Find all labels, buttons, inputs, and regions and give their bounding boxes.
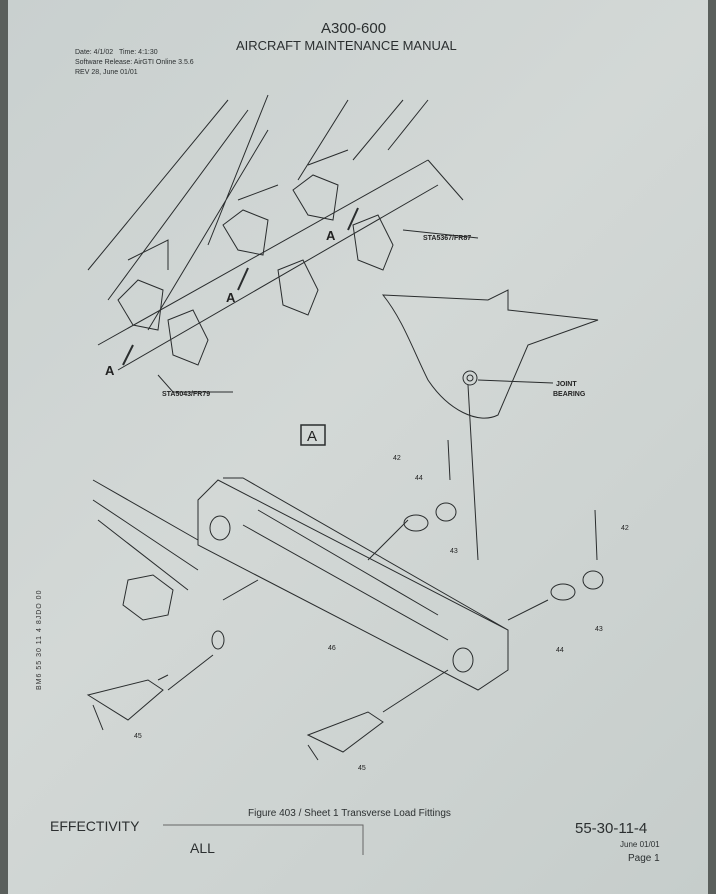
label-bearing: BEARING [553, 391, 586, 398]
upper-frame-structure [87, 94, 479, 393]
callout-42-lower: 42 [621, 525, 629, 532]
label-sta-lower: STA5043/FR79 [162, 391, 210, 398]
print-date: Date: 4/1/02 Time: 4:1:30 [75, 48, 158, 58]
document-reference: 55-30-11-4 [575, 820, 648, 837]
effectivity-label: EFFECTIVITY [50, 818, 140, 834]
revision: REV 28, June 01/01 [75, 69, 138, 76]
manual-page: A300-600 AIRCRAFT MAINTENANCE MANUAL Dat… [8, 0, 708, 894]
aircraft-model: A300-600 [321, 20, 387, 37]
callout-44-upper: 44 [415, 475, 423, 482]
footer-date: June 01/01 [620, 840, 660, 849]
figure-caption: Figure 403 / Sheet 1 Transverse Load Fit… [248, 808, 451, 819]
label-a-1: A [105, 363, 115, 378]
software-release: Software Release: AirGTI Online 3.5.6 [75, 59, 194, 66]
label-a-3: A [326, 228, 336, 243]
callout-43-lower: 43 [595, 626, 603, 633]
callout-45-left: 45 [134, 733, 142, 740]
lower-link-assembly [86, 439, 604, 761]
effectivity-value: ALL [190, 840, 215, 856]
view-a-box: A [307, 428, 317, 445]
label-joint: JOINT [556, 381, 577, 388]
label-a-2: A [226, 290, 236, 305]
date-text: Date: 4/1/02 [75, 49, 114, 56]
callout-46: 46 [328, 645, 336, 652]
callout-45-right: 45 [358, 765, 366, 772]
illustration: STA5367/FR87 STA5043/FR79 A A A JOINT BE… [86, 94, 629, 855]
callout-43-upper: 43 [450, 548, 458, 555]
page-number: Page 1 [628, 853, 660, 864]
label-sta-upper: STA5367/FR87 [423, 235, 471, 242]
callout-42-upper: 42 [393, 455, 401, 462]
time-text: Time: 4:1:30 [118, 49, 158, 56]
joint-bearing-part [381, 289, 599, 561]
manual-title: AIRCRAFT MAINTENANCE MANUAL [236, 38, 457, 53]
callout-44-lower: 44 [556, 647, 564, 654]
